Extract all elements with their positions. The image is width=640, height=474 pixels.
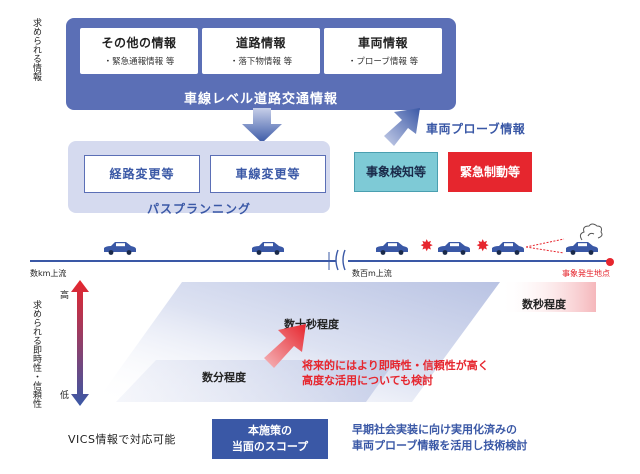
info-box-sub: ・落下物情報 等 (229, 57, 293, 67)
incident-point-label: 事象発生地点 (562, 269, 610, 278)
info-box-road: 道路情報 ・落下物情報 等 (202, 28, 320, 74)
incident-point-icon (606, 258, 614, 266)
future-note: 将来的にはより即時性・信頼性が高く 高度な活用についても検討 (302, 358, 489, 388)
road-break-icon (335, 249, 346, 271)
seconds-grade: 数秒程度 (522, 298, 566, 311)
lane-change-box: 車線変更等 (210, 155, 326, 193)
down-arrow-icon (242, 108, 282, 143)
scope-line1: 本施策の (248, 424, 292, 437)
broken-car-icon (566, 242, 598, 255)
info-box-sub: ・緊急通報情報 等 (103, 57, 175, 67)
near-upstream-label: 数百m上流 (352, 269, 392, 278)
info-panel-caption: 車線レベル道路交通情報 (183, 92, 338, 107)
road-line-downstream (348, 260, 610, 262)
future-note-line2: 高度な活用についても検討 (302, 374, 434, 387)
car-icon (252, 242, 284, 255)
far-upstream-label: 数km上流 (30, 269, 67, 278)
car-icon (104, 242, 136, 255)
smoke-icon (579, 223, 603, 241)
emergency-brake-box: 緊急制動等 (448, 152, 532, 192)
car-icon (376, 242, 408, 255)
info-box-title: 車両情報 (357, 36, 408, 50)
info-box-title: 道路情報 (235, 36, 286, 50)
vics-label: VICS情報で対応可能 (68, 433, 176, 446)
axis-arrow-icon (71, 280, 89, 406)
probe-arrow-icon (384, 108, 420, 146)
info-box-title: その他の情報 (101, 36, 177, 50)
axis-high-label: 高 (60, 291, 70, 301)
car-icon (492, 242, 524, 255)
event-detection-box: 事象検知等 (354, 152, 438, 192)
scope-description: 早期社会実装に向け実用化済みの 車両プローブ情報を活用し技術検討 (352, 422, 527, 454)
minutes-grade: 数分程度 (202, 371, 246, 384)
required-info-label: 求められる情報 (31, 18, 41, 81)
required-reliability-label: 求められる即時性・信頼性 (31, 300, 41, 408)
alert-burst-icon: ✸ (476, 236, 490, 255)
sensor-beam-icon (526, 238, 565, 254)
future-note-line1: 将来的にはより即時性・信頼性が高く (302, 359, 489, 372)
scope-line2: 当面のスコープ (231, 440, 309, 453)
path-planning-caption: パスプランニング (146, 202, 251, 216)
road-line-upstream (30, 260, 336, 262)
road-tick-icon (328, 252, 330, 270)
info-box-other: その他の情報 ・緊急通報情報 等 (80, 28, 198, 74)
scope-desc-line2: 車両プローブ情報を活用し技術検討 (352, 439, 528, 452)
car-icon (438, 242, 470, 255)
scope-desc-line1: 早期社会実装に向け実用化済みの (352, 423, 517, 436)
info-box-vehicle: 車両情報 ・プローブ情報 等 (324, 28, 442, 74)
info-box-sub: ・プローブ情報 等 (347, 57, 419, 67)
route-change-box: 経路変更等 (84, 155, 200, 193)
future-arrow-icon (264, 324, 306, 368)
scope-box: 本施策の 当面のスコープ (212, 419, 328, 459)
axis-low-label: 低 (60, 391, 70, 401)
vehicle-probe-label: 車両プローブ情報 (426, 122, 526, 136)
alert-burst-icon: ✸ (420, 236, 434, 255)
